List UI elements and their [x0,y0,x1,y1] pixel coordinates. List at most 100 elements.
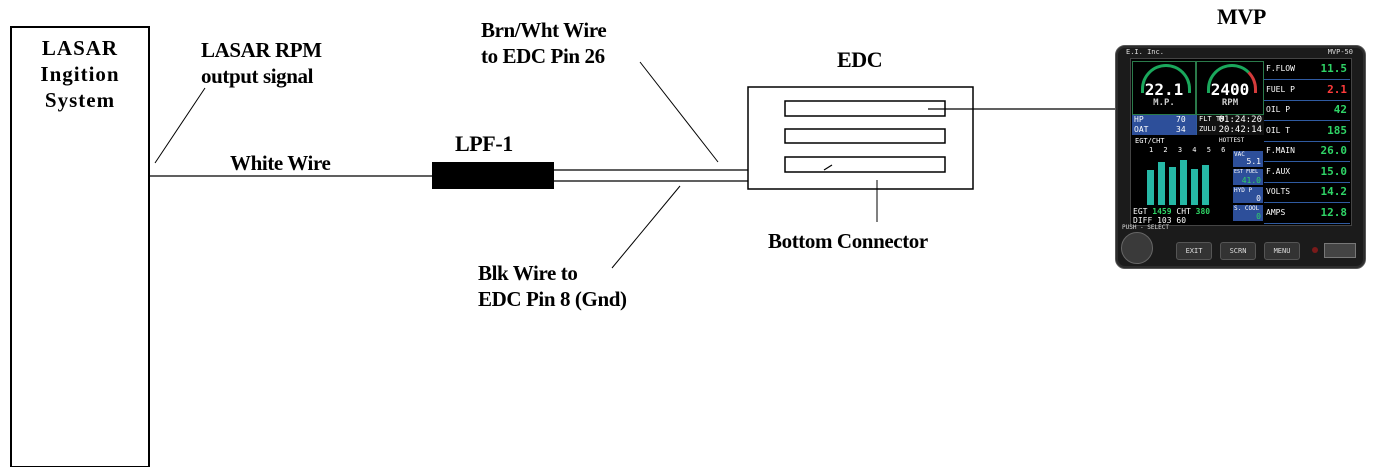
hyd-p-label: HYD P [1234,187,1253,194]
bottom-connector-label: Bottom Connector [768,229,928,253]
brn-wire-label: Brn/Wht Wire to EDC Pin 26 [481,17,607,69]
lasar-rpm-label: LASAR RPM output signal [201,37,322,89]
mvp-model: MVP-50 [1327,48,1353,56]
lasar-box-line-1: LASAR [41,36,119,60]
est-fuel-cell: EST FUEL 41.0 [1233,169,1263,185]
s-cool-value: 0 [1256,212,1261,221]
flt-tm-value: 01:24:20 [1218,115,1262,125]
status-led [1312,247,1318,253]
brn-wht-jog [823,164,833,171]
push-select-label: PUSH - SELECT [1122,224,1169,231]
diff-label: DIFF [1133,216,1153,225]
oat-label: OAT [1134,125,1149,134]
brn-wire-line-1: Brn/Wht Wire [481,18,607,42]
hottest-label: HOTTEST [1219,137,1245,144]
readout-label: VOLTS [1266,187,1291,196]
s-cool-cell: S. COOL 0 [1233,205,1263,221]
cht-label: CHT [1176,207,1191,216]
exit-button[interactable]: EXIT [1176,242,1212,260]
oat-value: 34 [1176,125,1186,134]
readout-row: F.AUX 15.0 [1264,162,1350,183]
readout-value: 2.1 [1327,82,1347,96]
edc-bottom-connector [784,156,946,173]
readout-row: VOLTS 14.2 [1264,182,1350,203]
white-wire-label: White Wire [230,151,331,175]
rpm-value: 2400 [1210,80,1250,99]
select-knob[interactable] [1121,232,1153,264]
readout-label: OIL T [1266,125,1291,135]
mvp-engine-monitor: E.I. Inc. MVP-50 22.1 M.P. 2400 RPM HP 7… [1115,45,1366,269]
readout-label: OIL P [1266,105,1291,114]
lpf-label: LPF-1 [455,131,513,156]
mp-unit: M.P. [1153,98,1175,108]
readout-value: 185 [1327,123,1347,137]
lasar-box-line-2: Ingition [40,62,120,86]
flt-tm-label: FLT TM [1199,115,1225,123]
edc-middle-connector [784,128,946,144]
egt-bar [1147,170,1154,205]
diff-cht-value: 60 [1176,216,1187,225]
edc-label: EDC [837,47,883,72]
lpf-1-filter [432,162,554,189]
edc-top-connector [784,100,946,117]
brn-wire-line-2: to EDC Pin 26 [481,44,605,68]
menu-button[interactable]: MENU [1264,242,1300,260]
readout-label: F.FLOW [1266,64,1295,73]
readout-label: AMPS [1266,207,1286,217]
vac-cell: VAC 5.1 [1233,151,1263,167]
cht-value: 380 [1195,207,1211,216]
lasar-rpm-line-1: LASAR RPM [201,38,322,62]
readout-row: FUEL P 2.1 [1264,80,1350,101]
hp-value: 70 [1176,115,1186,124]
usb-port [1324,243,1356,258]
scrn-button[interactable]: SCRN [1220,242,1256,260]
egt-label: EGT [1133,207,1148,216]
vac-label: VAC [1234,151,1245,158]
mvp-screen: 22.1 M.P. 2400 RPM HP 70 OAT 34 FLT TM 0… [1130,58,1352,226]
time-panel: FLT TM 01:24:20 ZULU 20:42:14 [1196,115,1264,135]
zulu-value: 20:42:14 [1218,125,1262,135]
blk-wire-line-1: Blk Wire to [478,261,578,285]
lasar-box-label: LASAR Ingition System [18,35,142,113]
readout-value: 11.5 [1320,62,1348,75]
readout-value: 12.8 [1320,205,1348,219]
egt-value: 1459 [1152,207,1172,216]
est-fuel-value: 41.0 [1241,176,1261,185]
readout-row: OIL T 185 [1264,121,1350,142]
blk-wire-leader [611,185,681,269]
blk-wire-line-2: EDC Pin 8 (Gnd) [478,287,627,311]
mp-value: 22.1 [1144,80,1184,99]
egt-cht-readout: EGT 1459 CHT 380 DIFF 103 60 [1133,207,1263,225]
vac-value: 5.1 [1246,157,1261,166]
hp-label: HP [1134,115,1144,124]
diff-egt-value: 103 [1157,216,1172,225]
lasar-box [10,26,150,467]
zulu-label: ZULU [1199,125,1216,133]
mp-gauge: 22.1 M.P. [1132,61,1196,115]
egt-bar-graph [1147,155,1217,205]
egt-bar [1202,165,1209,205]
lasar-rpm-line-2: output signal [201,64,314,88]
egt-bar [1180,160,1187,205]
cyl-numbers: 1 2 3 4 5 6 [1149,146,1229,154]
readout-value: 26.0 [1320,144,1348,157]
hyd-p-value: 0 [1256,194,1261,203]
readout-label: FUEL P [1266,84,1295,94]
lasar-rpm-leader [154,87,206,164]
brn-wht-leader [639,61,719,163]
readout-value: 15.0 [1320,164,1348,178]
s-cool-label: S. COOL [1234,205,1260,212]
readout-row: AMPS 12.8 [1264,203,1350,224]
readout-row: F.FLOW 11.5 [1264,59,1350,80]
readout-label: F.AUX [1266,166,1291,176]
egt-cht-label: EGT/CHT [1135,137,1165,145]
hyd-p-cell: HYD P 0 [1233,187,1263,203]
readout-value: 14.2 [1320,185,1348,198]
blk-wire-label: Blk Wire to EDC Pin 8 (Gnd) [478,260,627,312]
rpm-gauge: 2400 RPM [1196,61,1264,115]
mvp-brand: E.I. Inc. [1126,48,1164,56]
lasar-box-line-3: System [44,88,116,112]
